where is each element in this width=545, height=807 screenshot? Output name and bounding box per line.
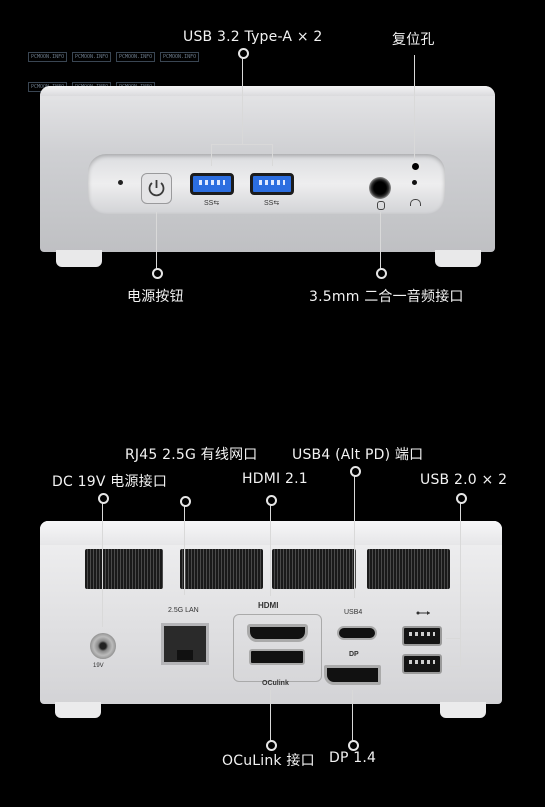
usb32-leader — [242, 52, 243, 144]
usb32-label: USB 3.2 Type-A × 2 — [183, 29, 323, 45]
audio-dot — [376, 268, 387, 279]
ss-logo-1: SS⇆ — [204, 200, 220, 207]
vent-4 — [367, 549, 450, 589]
usb4-port[interactable] — [337, 626, 377, 640]
usb20-leader — [460, 497, 461, 667]
hdmi-label: HDMI 2.1 — [242, 471, 308, 487]
dc-voltage-print: 19V — [93, 663, 104, 669]
lan-port-clip — [177, 650, 193, 660]
oculink-label: OCuLink 接口 — [222, 753, 315, 769]
usb32-bracket-l — [211, 144, 212, 166]
usb20-branch-2 — [446, 666, 460, 667]
dc-dot — [98, 493, 109, 504]
dp-dot — [348, 740, 359, 751]
audio-jack[interactable] — [369, 177, 391, 199]
rear-foot-left — [55, 702, 101, 718]
reset-hole[interactable] — [412, 180, 417, 185]
vent-3 — [272, 549, 356, 589]
usb4-label: USB4 (Alt PD) 端口 — [292, 447, 424, 463]
usb32-port-2[interactable] — [250, 173, 294, 195]
vent-2 — [180, 549, 263, 589]
audio-leader — [380, 212, 381, 270]
hdmi-port[interactable] — [247, 624, 308, 642]
power-label: 电源按钮 — [127, 289, 184, 305]
reset-dot — [410, 161, 421, 172]
usb20-dot — [456, 493, 467, 504]
usb20-port-2[interactable] — [402, 654, 442, 674]
ss-logo-2: SS⇆ — [264, 200, 280, 207]
lan-print: 2.5G LAN — [168, 607, 199, 614]
power-icon — [148, 180, 165, 197]
usb20-branch-1 — [446, 638, 460, 639]
usb20-port-1[interactable] — [402, 626, 442, 646]
oculink-port[interactable] — [249, 649, 305, 665]
dc-jack[interactable] — [90, 633, 116, 659]
rj45-label: RJ45 2.5G 有线网口 — [125, 447, 258, 463]
power-dot — [152, 268, 163, 279]
watermark: PCMOON.INFO — [72, 52, 112, 62]
dp-port[interactable] — [324, 665, 381, 685]
dp-leader — [352, 690, 353, 742]
dp-print: DP — [349, 651, 359, 658]
rear-top-strip — [40, 521, 502, 545]
reset-leader — [414, 55, 415, 165]
usb-icon — [416, 611, 430, 615]
audio-label: 3.5mm 二合一音频接口 — [309, 289, 464, 305]
dp-label: DP 1.4 — [329, 750, 377, 766]
oculink-leader — [270, 690, 271, 742]
mic-icon — [377, 201, 385, 210]
hdmi-dot — [266, 495, 277, 506]
watermark: PCMOON.INFO — [160, 52, 200, 62]
power-button[interactable] — [141, 173, 172, 204]
usb32-dot — [238, 48, 249, 59]
usb4-leader — [354, 470, 355, 598]
hdmi-logo: HDMI — [258, 601, 279, 610]
reset-label: 复位孔 — [392, 32, 435, 48]
usb20-label: USB 2.0 × 2 — [420, 472, 508, 488]
usb4-print: USB4 — [344, 609, 363, 616]
chassis-top-strip — [40, 86, 495, 96]
lan-port[interactable] — [161, 623, 209, 665]
rj45-dot — [180, 496, 191, 507]
usb32-bracket — [211, 144, 273, 145]
usb32-port-1[interactable] — [190, 173, 234, 195]
usb4-dot — [350, 466, 361, 477]
hdmi-oculink-frame — [233, 614, 322, 682]
dc-leader — [102, 497, 103, 627]
headphone-icon — [410, 199, 421, 206]
oculink-dot — [266, 740, 277, 751]
rear-foot-right — [440, 702, 486, 718]
usb32-bracket-r — [272, 144, 273, 166]
power-leader — [156, 212, 157, 270]
led-indicator — [118, 180, 123, 185]
vent-1 — [85, 549, 163, 589]
watermark: PCMOON.INFO — [28, 52, 68, 62]
hdmi-leader — [270, 499, 271, 596]
front-foot-left — [56, 250, 102, 267]
rj45-leader — [184, 500, 185, 595]
oculink-print: OCulink — [262, 680, 289, 687]
dc-label: DC 19V 电源接口 — [52, 474, 168, 490]
front-foot-right — [435, 250, 481, 267]
watermark: PCMOON.INFO — [116, 52, 156, 62]
